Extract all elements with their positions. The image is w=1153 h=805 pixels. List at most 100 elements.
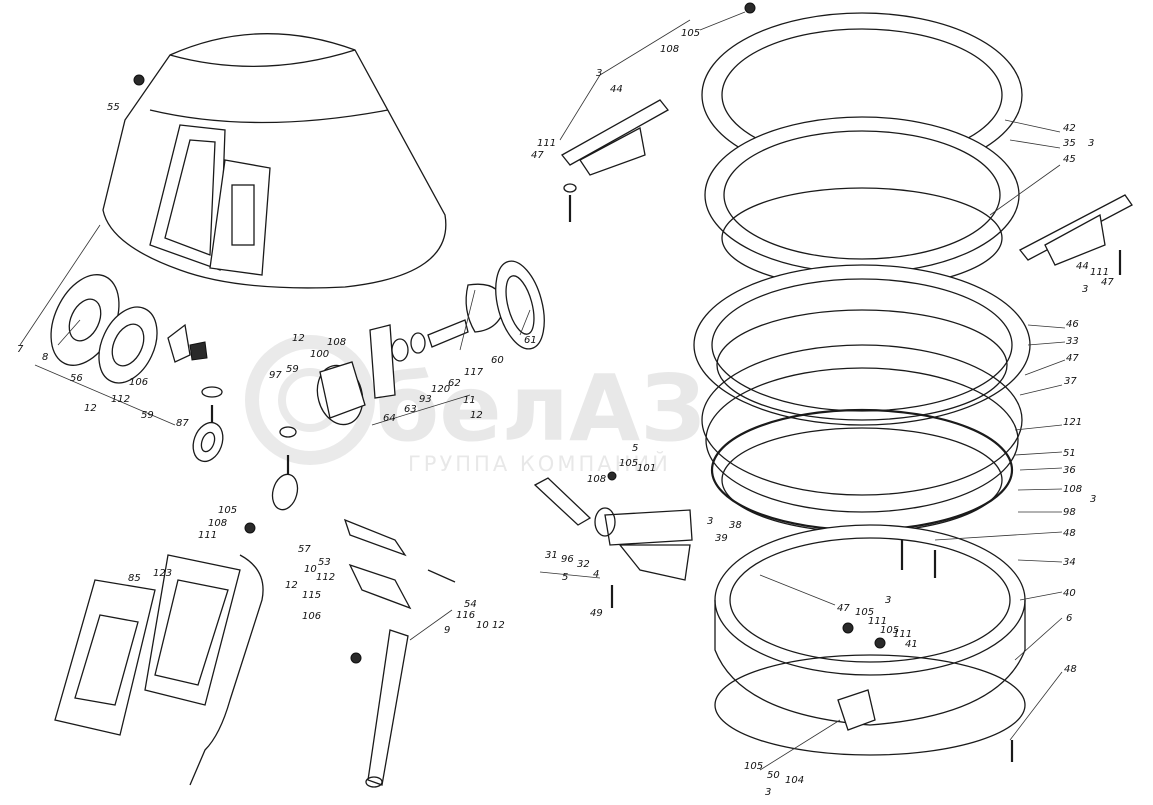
label-108: 108 bbox=[208, 518, 227, 529]
nut-icon bbox=[744, 2, 756, 14]
label-37: 37 bbox=[1064, 376, 1077, 387]
label-33: 33 bbox=[1066, 336, 1079, 347]
label-3: 3 bbox=[707, 516, 713, 527]
label-112: 112 bbox=[316, 572, 335, 583]
nut-icon bbox=[874, 637, 886, 649]
nut-icon bbox=[842, 622, 854, 634]
label-7: 7 bbox=[17, 344, 24, 355]
label-51: 51 bbox=[1063, 448, 1076, 459]
ring-stack bbox=[693, 2, 1031, 762]
label-5: 5 bbox=[562, 572, 568, 583]
label-42: 42 bbox=[1063, 123, 1076, 134]
label-12: 12 bbox=[492, 620, 505, 631]
lever-assembly bbox=[533, 471, 693, 608]
cone-housing bbox=[102, 33, 447, 289]
label-48: 48 bbox=[1064, 664, 1077, 675]
label-100: 100 bbox=[310, 349, 329, 360]
label-108: 108 bbox=[660, 44, 679, 55]
label-12: 12 bbox=[292, 333, 305, 344]
label-47: 47 bbox=[1101, 277, 1114, 288]
label-9: 9 bbox=[444, 625, 450, 636]
label-111: 111 bbox=[868, 616, 887, 627]
label-41: 41 bbox=[905, 639, 918, 650]
label-62: 62 bbox=[448, 378, 461, 389]
label-8: 8 bbox=[42, 352, 48, 363]
label-111: 111 bbox=[1090, 267, 1109, 278]
label-3: 3 bbox=[1082, 284, 1088, 295]
pump-assembly bbox=[271, 260, 545, 511]
watermark-subtitle: ГРУППА КОМПАНИЙ bbox=[408, 451, 671, 476]
label-61: 61 bbox=[524, 335, 537, 346]
label-44: 44 bbox=[610, 84, 623, 95]
label-112: 112 bbox=[111, 394, 130, 405]
label-45: 45 bbox=[1063, 154, 1076, 165]
label-3: 3 bbox=[1088, 138, 1094, 149]
label-47: 47 bbox=[531, 150, 544, 161]
label-121: 121 bbox=[1063, 417, 1082, 428]
label-46: 46 bbox=[1066, 319, 1079, 330]
linkage-assembly bbox=[343, 518, 456, 788]
label-59: 59 bbox=[286, 364, 299, 375]
label-123: 123 bbox=[153, 568, 172, 579]
nut-icon bbox=[607, 471, 617, 481]
label-108: 108 bbox=[587, 474, 606, 485]
label-59: 59 bbox=[141, 410, 154, 421]
left-flange-group bbox=[34, 274, 224, 463]
label-40: 40 bbox=[1063, 588, 1076, 599]
label-12: 12 bbox=[84, 403, 97, 414]
label-105: 105 bbox=[218, 505, 237, 516]
label-38: 38 bbox=[729, 520, 742, 531]
label-105: 105 bbox=[619, 458, 638, 469]
nut-icon bbox=[133, 74, 145, 86]
label-53: 53 bbox=[318, 557, 331, 568]
label-106: 106 bbox=[129, 377, 148, 388]
label-47: 47 bbox=[837, 603, 850, 614]
nut-icon bbox=[350, 652, 362, 664]
label-6: 6 bbox=[1066, 613, 1072, 624]
label-54: 54 bbox=[464, 599, 477, 610]
label-115: 115 bbox=[302, 590, 321, 601]
label-97: 97 bbox=[269, 370, 282, 381]
label-32: 32 bbox=[577, 559, 590, 570]
label-5: 5 bbox=[632, 443, 638, 454]
label-101: 101 bbox=[637, 463, 656, 474]
label-11: 11 bbox=[463, 395, 476, 406]
label-108: 108 bbox=[1063, 484, 1082, 495]
label-108: 108 bbox=[327, 337, 346, 348]
label-4: 4 bbox=[593, 569, 599, 580]
label-98: 98 bbox=[1063, 507, 1076, 518]
label-35: 35 bbox=[1063, 138, 1076, 149]
label-63: 63 bbox=[404, 404, 417, 415]
label-31: 31 bbox=[545, 550, 558, 561]
watermark-logo-ring bbox=[245, 335, 375, 465]
label-104: 104 bbox=[785, 775, 804, 786]
part-labels: 105 108 3 44 111 47 42 35 3 45 55 7 8 56… bbox=[17, 28, 1114, 798]
label-105: 105 bbox=[855, 607, 874, 618]
label-111: 111 bbox=[893, 629, 912, 640]
watermark: белАЗ ГРУППА КОМПАНИЙ bbox=[245, 335, 706, 476]
filter-panel bbox=[54, 522, 264, 786]
label-111: 111 bbox=[537, 138, 556, 149]
label-93: 93 bbox=[419, 394, 432, 405]
label-12: 12 bbox=[470, 410, 483, 421]
label-34: 34 bbox=[1063, 557, 1076, 568]
bracket-right bbox=[1018, 194, 1133, 275]
label-55: 55 bbox=[107, 102, 120, 113]
label-3: 3 bbox=[765, 787, 771, 798]
label-3: 3 bbox=[596, 68, 602, 79]
label-36: 36 bbox=[1063, 465, 1076, 476]
label-3: 3 bbox=[885, 595, 891, 606]
label-60: 60 bbox=[491, 355, 504, 366]
label-44: 44 bbox=[1076, 261, 1089, 272]
label-85: 85 bbox=[128, 573, 141, 584]
label-49: 49 bbox=[590, 608, 603, 619]
label-48: 48 bbox=[1063, 528, 1076, 539]
leader-lines bbox=[19, 11, 1066, 771]
label-56: 56 bbox=[70, 373, 83, 384]
label-117: 117 bbox=[464, 367, 484, 378]
label-50: 50 bbox=[767, 770, 780, 781]
label-105: 105 bbox=[681, 28, 700, 39]
label-106: 106 bbox=[302, 611, 321, 622]
label-64: 64 bbox=[383, 413, 396, 424]
